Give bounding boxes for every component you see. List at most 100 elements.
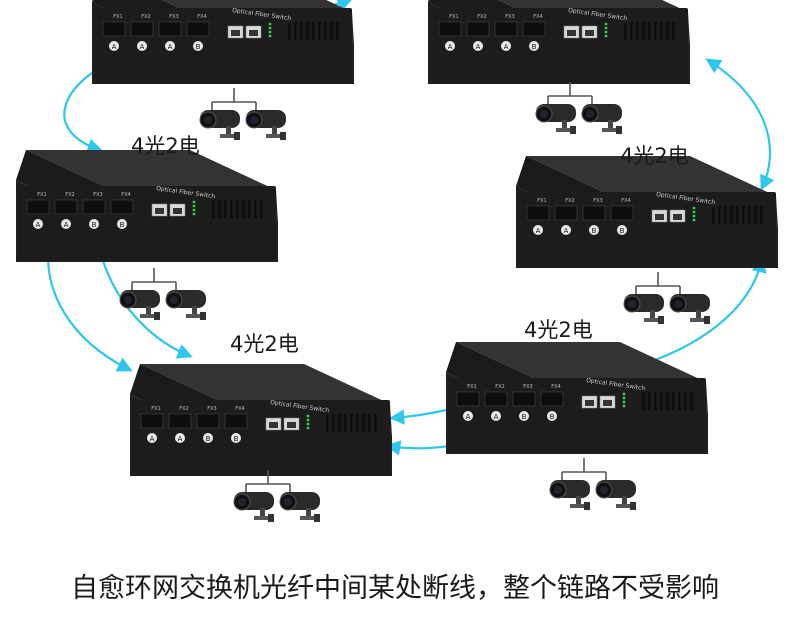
status-led xyxy=(192,200,196,204)
fx-label: FX4 xyxy=(235,406,244,412)
fiber-port-4: B FX4 xyxy=(186,14,210,51)
port-letter: A xyxy=(564,227,569,235)
camera-icon xyxy=(549,480,590,510)
diagram-caption: 自愈环网交换机光纤中间某处断线，整个链路不受影响 xyxy=(71,573,719,604)
status-led xyxy=(192,208,196,212)
status-led xyxy=(604,26,608,30)
port-letter: B xyxy=(120,221,125,229)
camera-icon xyxy=(165,290,206,320)
fx-label: FX3 xyxy=(169,14,178,20)
port-letter: A xyxy=(448,43,453,51)
fiber-port-4: B FX4 xyxy=(522,14,546,51)
status-led xyxy=(604,34,608,38)
port-letter: A xyxy=(504,43,509,51)
fx-label: FX3 xyxy=(93,192,102,198)
status-led xyxy=(268,30,272,34)
port-letter: A xyxy=(168,43,173,51)
label-sw3-type: 4光2电 xyxy=(131,134,200,158)
port-letter: A xyxy=(178,435,183,443)
status-led xyxy=(622,392,626,396)
camera-icon xyxy=(669,294,710,324)
status-led xyxy=(192,212,196,216)
status-led xyxy=(622,404,626,408)
fx-label: FX1 xyxy=(113,14,122,20)
port-letter: B xyxy=(592,227,597,235)
port-letter: B xyxy=(620,227,625,235)
fx-label: FX3 xyxy=(523,384,532,390)
label-sw6-type: 4光2电 xyxy=(524,318,593,342)
status-led xyxy=(692,214,696,218)
fiber-port-1: A FX1 xyxy=(102,14,126,51)
fiber-port-1: A FX1 xyxy=(438,14,462,51)
status-led xyxy=(268,22,272,26)
port-letter: B xyxy=(92,221,97,229)
camera-pair-2 xyxy=(535,82,622,134)
camera-icon xyxy=(535,104,576,134)
fx-label: FX4 xyxy=(197,14,206,20)
fiber-port-2: A FX2 xyxy=(466,14,490,51)
port-letter: A xyxy=(150,435,155,443)
status-led xyxy=(306,426,310,430)
fx-label: FX2 xyxy=(495,384,504,390)
fiber-port-2: A FX2 xyxy=(54,192,78,229)
port-letter: A xyxy=(64,221,69,229)
camera-pair-5 xyxy=(233,470,320,522)
status-led xyxy=(622,396,626,400)
fx-label: FX3 xyxy=(207,406,216,412)
label-sw4-type: 4光2电 xyxy=(620,144,689,168)
fiber-port-4: B FX4 xyxy=(540,384,564,421)
port-letter: B xyxy=(196,43,201,51)
port-letter: A xyxy=(112,43,117,51)
port-letter: A xyxy=(494,413,499,421)
fx-label: FX2 xyxy=(141,14,150,20)
camera-icon xyxy=(279,492,320,522)
camera-icon xyxy=(623,294,664,324)
port-letter: A xyxy=(476,43,481,51)
camera-icon xyxy=(245,110,286,140)
port-letter: B xyxy=(550,413,555,421)
status-led xyxy=(192,204,196,208)
fx-label: FX1 xyxy=(467,384,476,390)
fiber-port-2: A FX2 xyxy=(168,406,192,443)
status-led xyxy=(692,206,696,210)
status-led xyxy=(692,210,696,214)
port-letter: B xyxy=(532,43,537,51)
fx-label: FX1 xyxy=(449,14,458,20)
fx-label: FX1 xyxy=(537,198,546,204)
port-letter: B xyxy=(522,413,527,421)
cameras xyxy=(119,82,710,522)
fx-label: FX2 xyxy=(179,406,188,412)
fiber-port-4: B FX4 xyxy=(610,198,634,235)
port-letter: A xyxy=(36,221,41,229)
fx-label: FX4 xyxy=(551,384,560,390)
port-letter: A xyxy=(466,413,471,421)
label-sw5-type: 4光2电 xyxy=(230,332,299,356)
fx-label: FX2 xyxy=(565,198,574,204)
fx-label: FX4 xyxy=(533,14,542,20)
fx-label: FX2 xyxy=(477,14,486,20)
fx-label: FX4 xyxy=(621,198,630,204)
status-led xyxy=(306,422,310,426)
fx-label: FX2 xyxy=(65,192,74,198)
camera-icon xyxy=(581,104,622,134)
status-led xyxy=(268,34,272,38)
port-letter: B xyxy=(206,435,211,443)
camera-icon xyxy=(233,492,274,522)
status-led xyxy=(604,30,608,34)
link-sw2-sw4 xyxy=(705,58,775,191)
status-led xyxy=(692,218,696,222)
camera-icon xyxy=(199,110,240,140)
